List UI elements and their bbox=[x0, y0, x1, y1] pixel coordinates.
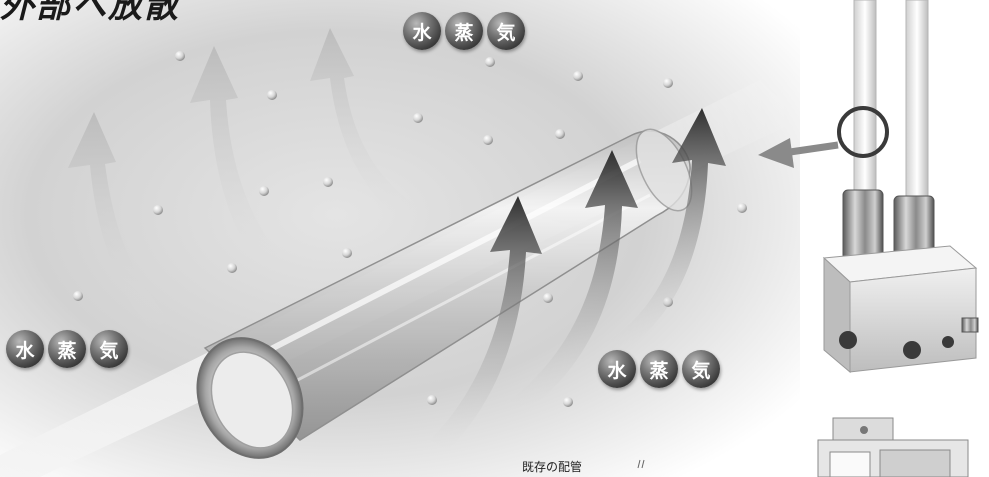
tube bbox=[196, 128, 693, 459]
badge-char: 気 bbox=[90, 330, 128, 368]
caption-tick bbox=[637, 459, 645, 469]
badge-char: 水 bbox=[598, 350, 636, 388]
valve-assembly bbox=[822, 0, 979, 374]
vapor-droplets bbox=[73, 51, 747, 407]
tube-highlight bbox=[228, 157, 642, 373]
vapor-droplet bbox=[413, 113, 423, 123]
badge-char: 水 bbox=[403, 12, 441, 50]
module-panel bbox=[829, 451, 871, 477]
module-panel bbox=[879, 449, 951, 477]
existing-pipe-caption: 既存の配管 bbox=[522, 460, 583, 474]
steam-arrow-dark bbox=[510, 150, 638, 410]
steam-badges-right: 水 蒸 気 bbox=[598, 350, 720, 388]
steam-arrows-permeating bbox=[430, 108, 726, 450]
tube-highlight bbox=[249, 193, 651, 407]
vapor-droplet bbox=[259, 186, 269, 196]
steam-arrow-light bbox=[310, 28, 415, 220]
device-module bbox=[817, 417, 969, 477]
valve-port bbox=[839, 331, 857, 349]
steam-arrow-light bbox=[190, 46, 280, 270]
valve-port bbox=[903, 341, 921, 359]
callout-arrow bbox=[758, 138, 839, 168]
steam-arrow-light bbox=[68, 112, 170, 330]
magnify-circle bbox=[837, 106, 889, 158]
vapor-droplet bbox=[323, 177, 333, 187]
vapor-droplet bbox=[563, 397, 573, 407]
vapor-droplet bbox=[663, 78, 673, 88]
vapor-droplet bbox=[175, 51, 185, 61]
vapor-droplet bbox=[737, 203, 747, 213]
vapor-droplet bbox=[153, 205, 163, 215]
vapor-droplet bbox=[427, 395, 437, 405]
callout-arrow-shaft bbox=[789, 141, 839, 156]
badge-char: 気 bbox=[682, 350, 720, 388]
steam-badges-top: 水 蒸 気 bbox=[403, 12, 525, 50]
valve-stem bbox=[961, 317, 979, 333]
module-bracket-hole bbox=[860, 426, 868, 434]
vapor-droplet bbox=[555, 129, 565, 139]
vapor-droplet bbox=[267, 90, 277, 100]
steam-arrows-outgoing bbox=[68, 28, 415, 330]
callout-arrow-head bbox=[758, 138, 794, 168]
steam-arrow-dark bbox=[430, 196, 542, 450]
heading: 外部へ放散 bbox=[0, 0, 180, 26]
vertical-tube-right bbox=[905, 0, 929, 206]
vapor-droplet bbox=[573, 71, 583, 81]
vapor-droplet bbox=[342, 248, 352, 258]
badge-char: 蒸 bbox=[445, 12, 483, 50]
badge-char: 気 bbox=[487, 12, 525, 50]
fitting-nut-left bbox=[842, 189, 884, 261]
vapor-droplet bbox=[73, 291, 83, 301]
vapor-droplet bbox=[485, 57, 495, 67]
vertical-tube-left bbox=[853, 0, 877, 201]
tube-near-end-inner bbox=[210, 351, 294, 449]
valve-port bbox=[942, 336, 954, 348]
badge-char: 蒸 bbox=[640, 350, 678, 388]
vapor-droplet bbox=[227, 263, 237, 273]
vapor-droplet bbox=[483, 135, 493, 145]
steam-arrow-dark bbox=[610, 108, 726, 350]
vapor-droplet bbox=[543, 293, 553, 303]
badge-char: 水 bbox=[6, 330, 44, 368]
badge-char: 蒸 bbox=[48, 330, 86, 368]
steam-badges-left: 水 蒸 気 bbox=[6, 330, 128, 368]
